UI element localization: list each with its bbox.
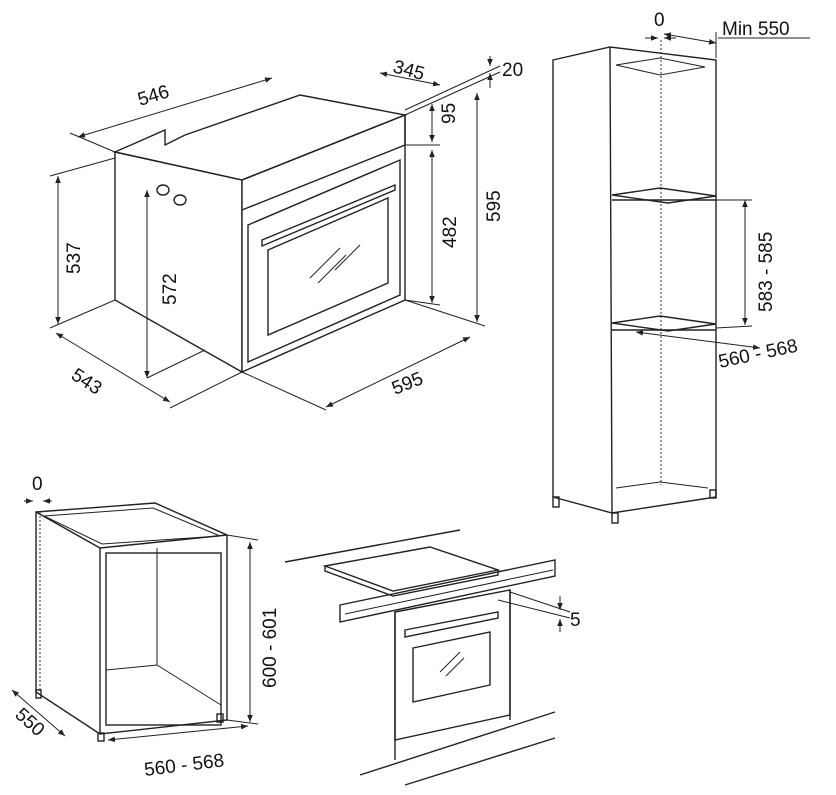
label-550: 550 <box>11 704 49 741</box>
label-345: 345 <box>391 57 427 85</box>
built-in-glass-reflection <box>439 651 465 677</box>
oven-window <box>267 196 389 337</box>
ext-583-b <box>715 325 753 329</box>
dim-line-543 <box>55 332 171 403</box>
label-482: 482 <box>440 216 461 248</box>
dim-line-546 <box>77 77 273 138</box>
label-595-width: 595 <box>389 368 426 399</box>
ext-537-b <box>49 299 116 329</box>
upper-shelf <box>611 187 717 204</box>
ext-20-a <box>404 71 501 116</box>
cabinet-leg-left <box>552 496 560 508</box>
cabinet-front-edge <box>609 46 613 514</box>
label-560-568-base: 560 - 568 <box>143 750 225 781</box>
label-0-base: 0 <box>32 474 43 495</box>
dim-line-345 <box>379 71 441 87</box>
cabinet-floor <box>615 481 709 489</box>
base-countertop <box>42 507 221 545</box>
floor-line-2 <box>404 737 556 786</box>
cabinet-leg-front <box>611 512 619 524</box>
ext-482 <box>404 299 441 306</box>
glass-reflection <box>309 244 361 284</box>
base-cabinet-drawing: 0 600 - 601 550 560 - 568 <box>11 474 281 781</box>
dim-line-560-568-cabinet <box>635 330 761 350</box>
floor-line-1 <box>359 711 556 776</box>
built-in-under-hob-drawing: 5 <box>284 529 581 786</box>
ext-537-a <box>49 157 116 177</box>
hob <box>322 546 501 592</box>
vent-hole-2 <box>173 194 187 206</box>
base-opening <box>105 552 222 726</box>
ext-5-a <box>509 591 571 613</box>
oven-handle <box>261 183 396 248</box>
lower-shelf <box>611 315 717 332</box>
label-543: 543 <box>67 365 105 400</box>
ext-5-b <box>497 599 571 619</box>
cabinet-outline <box>552 46 717 514</box>
dim-line-560-568-base <box>107 723 249 743</box>
ext-546-a <box>69 132 116 153</box>
label-600-601: 600 - 601 <box>260 608 281 688</box>
label-0-top: 0 <box>654 10 665 31</box>
ext-543 <box>169 371 243 409</box>
base-leg-3 <box>216 713 224 723</box>
oven-side-face <box>114 151 243 374</box>
label-572: 572 <box>160 273 181 305</box>
base-top-edge <box>35 511 228 549</box>
ext-572 <box>146 349 206 379</box>
hob-edge <box>324 566 499 597</box>
oven-drawing: 546 345 20 95 482 595 537 572 <box>49 56 523 411</box>
ext-595h <box>404 299 486 327</box>
label-583-585: 583 - 585 <box>756 232 777 312</box>
worktop-line <box>344 569 554 615</box>
base-floor-right <box>156 664 222 706</box>
ext-600-b <box>226 719 259 725</box>
worktop-front <box>339 559 556 623</box>
label-546: 546 <box>135 81 171 110</box>
cabinet-leg-right <box>709 489 717 499</box>
base-floor-left <box>105 664 158 671</box>
control-panel <box>241 113 406 211</box>
ext-600-a <box>226 534 259 541</box>
worktop-back-edge <box>284 529 461 563</box>
label-95: 95 <box>439 103 460 124</box>
dim-line-550 <box>11 689 66 737</box>
label-5: 5 <box>570 610 581 631</box>
cabinet-top-inner <box>615 57 706 76</box>
base-leg-2 <box>97 732 105 742</box>
dim-line-595-width <box>325 336 471 408</box>
tall-cabinet-drawing: 0 Min 550 583 - 585 560 - 568 <box>552 10 810 524</box>
label-20: 20 <box>502 60 523 81</box>
dim-line-min550 <box>663 32 717 45</box>
vent-hole-1 <box>156 184 170 196</box>
built-in-oven-handle <box>404 611 499 638</box>
label-537: 537 <box>64 242 85 274</box>
ext-20-b <box>404 65 501 111</box>
built-in-oven-window <box>412 631 491 703</box>
label-595-height: 595 <box>484 190 505 222</box>
label-560-568-cabinet: 560 - 568 <box>717 336 800 373</box>
ext-595w <box>241 371 327 411</box>
label-min550: Min 550 <box>722 19 790 40</box>
oven-door <box>247 158 401 364</box>
